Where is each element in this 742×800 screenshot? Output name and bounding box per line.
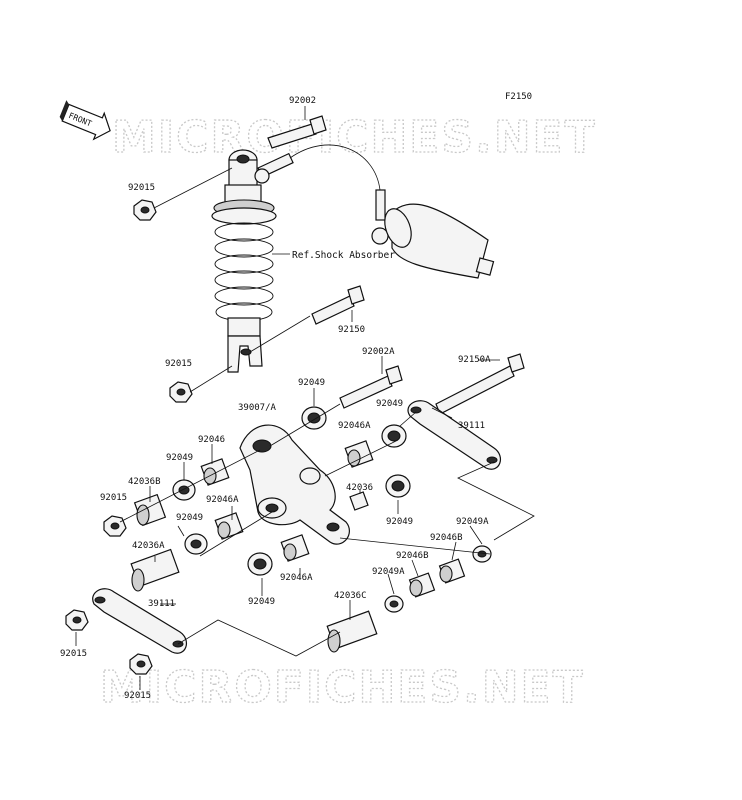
seal-92049-left-lower	[184, 533, 208, 555]
label-92049A-left: 92049A	[372, 567, 405, 577]
bolt-92002A	[339, 365, 403, 409]
label-92046B-right: 92046B	[430, 533, 463, 543]
seal-92049-right-lower	[385, 474, 411, 498]
label-92002A: 92002A	[362, 347, 395, 357]
label-42036B: 42036B	[128, 477, 161, 487]
bearing-92046	[200, 458, 230, 486]
rocker-arm-39007A	[239, 424, 350, 545]
nut-92015-left	[103, 515, 127, 537]
label-92049A-right: 92049A	[456, 517, 489, 527]
label-92015-top: 92015	[128, 183, 155, 193]
seal-92049-upper	[301, 406, 327, 430]
label-92049-left-upper: 92049	[166, 453, 193, 463]
label-39111-lower: 39111	[148, 599, 175, 609]
shock-absorber	[211, 144, 495, 373]
label-92015-lower-left: 92015	[60, 649, 87, 659]
label-92046A-center: 92046A	[338, 421, 371, 431]
bearing-92046A-center	[344, 440, 374, 468]
bearing-92046A-bottom	[280, 534, 310, 562]
label-92049-right: 92049	[376, 399, 403, 409]
label-92049-upper: 92049	[298, 378, 325, 388]
label-92046B-left: 92046B	[396, 551, 429, 561]
label-42036: 42036	[346, 483, 373, 493]
collar-42036C	[326, 610, 378, 653]
label-92046A-bottom: 92046A	[280, 573, 313, 583]
seal-92049-right	[381, 424, 407, 448]
bolt-92002	[267, 115, 327, 149]
seal-92049-bottom	[247, 552, 273, 576]
label-92046A-left: 92046A	[206, 495, 239, 505]
label-92049-left-lower: 92049	[176, 513, 203, 523]
label-ref-shock-absorber: Ref.Shock Absorber	[292, 250, 395, 261]
label-39111-upper: 39111	[458, 421, 485, 431]
watermark-top: MICROFICHES.NET	[112, 112, 597, 163]
label-92015-mid: 92015	[165, 359, 192, 369]
collar-42036	[349, 491, 369, 511]
label-42036A: 42036A	[132, 541, 165, 551]
seal-92049A-left	[384, 595, 404, 613]
tie-rod-39111-upper	[407, 400, 502, 470]
label-92015-bottom: 92015	[124, 691, 151, 701]
bearing-92046A-left	[214, 512, 244, 540]
seal-92049-left-upper	[172, 479, 196, 501]
label-92049-bottom: 92049	[248, 597, 275, 607]
label-92150: 92150	[338, 325, 365, 335]
front-arrow-icon: FRONT	[59, 100, 111, 141]
bearing-92046B-left	[408, 572, 436, 598]
label-92015-left: 92015	[100, 493, 127, 503]
bolt-92150	[311, 285, 365, 325]
label-92046: 92046	[198, 435, 225, 445]
nut-92015-bottom	[129, 653, 153, 675]
tie-rod-39111-lower	[92, 588, 188, 654]
leader-lines	[75, 106, 535, 690]
label-92049-right-lower: 92049	[386, 517, 413, 527]
label-92002: 92002	[289, 96, 316, 106]
label-39007A: 39007/A	[238, 403, 277, 413]
nut-92015-mid	[169, 381, 193, 403]
seal-92049A-right	[472, 545, 492, 563]
watermark-bottom: MICROFICHES.NET	[100, 662, 585, 713]
figure-code: F2150	[505, 92, 532, 102]
nut-92015-top	[133, 199, 157, 221]
label-92150A: 92150A	[458, 355, 491, 365]
bearing-92046B-right	[438, 558, 466, 584]
collar-42036A	[130, 548, 180, 592]
label-42036C: 42036C	[334, 591, 367, 601]
nut-92015-lower-left	[65, 609, 89, 631]
